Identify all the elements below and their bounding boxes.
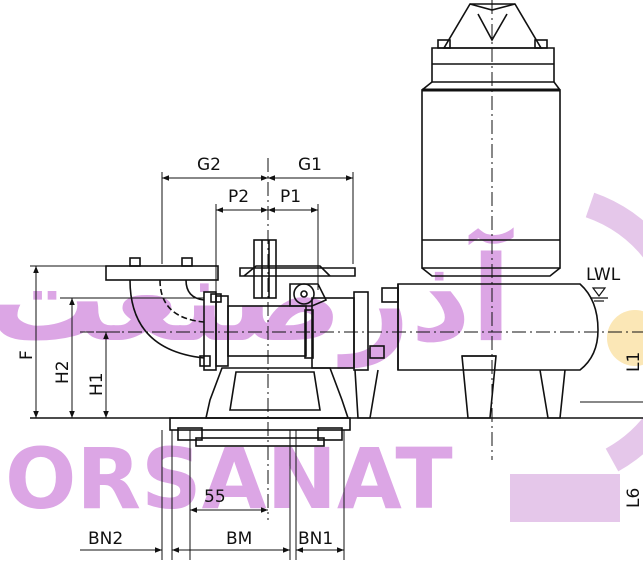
- centerlines: [80, 0, 643, 520]
- label-p1: P1: [280, 187, 301, 207]
- label-55: 55: [204, 487, 226, 507]
- dimension-lines: [33, 175, 353, 553]
- watermark-ring: [585, 192, 643, 472]
- label-bn1: BN1: [298, 529, 333, 549]
- lwl-symbol: [590, 287, 608, 302]
- label-bm: BM: [226, 529, 252, 549]
- watermark-latin: ORSANAT: [5, 430, 453, 528]
- label-f: F: [17, 350, 37, 360]
- watermark-sun: [607, 310, 643, 366]
- motor: [421, 3, 561, 277]
- label-g1: G1: [298, 155, 322, 175]
- label-g2: G2: [197, 155, 221, 175]
- label-l1: L1: [624, 352, 643, 372]
- watermark: آذرصنعت ORSANAT: [0, 192, 643, 528]
- label-p2: P2: [228, 187, 249, 207]
- elbow: [105, 257, 219, 359]
- label-l6: L6: [624, 488, 643, 508]
- extension-lines: [30, 172, 643, 560]
- dimension-labels: G2 G1 P2 P1 LWL F H2 H1 L1 L6 55 BN2 BM …: [17, 155, 643, 549]
- coupling: [199, 291, 369, 371]
- label-bn2: BN2: [88, 529, 123, 549]
- volute: [369, 283, 599, 371]
- label-lwl: LWL: [586, 265, 621, 285]
- watermark-bar: [510, 474, 620, 522]
- guide-bracket: [239, 239, 356, 307]
- label-h2: H2: [53, 360, 73, 384]
- label-h1: H1: [87, 372, 107, 396]
